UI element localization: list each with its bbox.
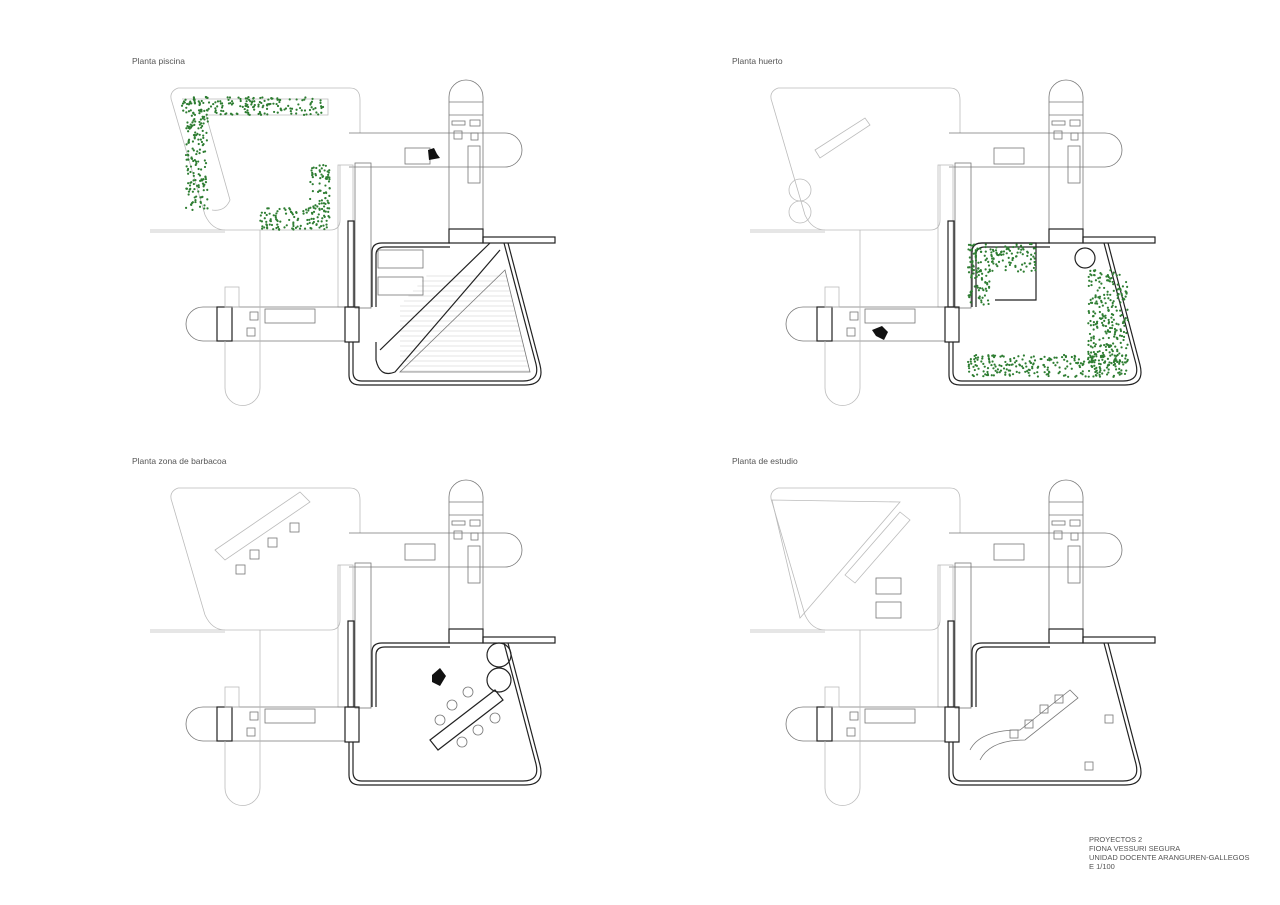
- person-figure-icon: [432, 668, 446, 686]
- plan-title: Planta piscina: [132, 56, 185, 66]
- plan-estudio: [749, 479, 1156, 807]
- plan-barbacoa: [149, 479, 556, 807]
- plan-title: Planta de estudio: [732, 456, 798, 466]
- plan-title: Planta huerto: [732, 56, 783, 66]
- plan-huerto: [749, 79, 1156, 407]
- planter-vegetation: [966, 242, 1129, 378]
- scale-label: E 1/100: [1089, 862, 1115, 871]
- person-figure-icon: [428, 148, 440, 160]
- credits-block: PROYECTOS 2 FIONA VESSURI SEGURA UNIDAD …: [1089, 835, 1249, 871]
- plan-title: Planta zona de barbacoa: [132, 456, 227, 466]
- person-figure-icon: [872, 326, 888, 340]
- author-label: FIONA VESSURI SEGURA: [1089, 844, 1181, 853]
- plan-piscina: [149, 79, 556, 407]
- planter-vegetation: [180, 95, 331, 231]
- unit-label: UNIDAD DOCENTE ARANGUREN-GALLEGOS: [1089, 853, 1250, 862]
- course-label: PROYECTOS 2: [1089, 835, 1143, 844]
